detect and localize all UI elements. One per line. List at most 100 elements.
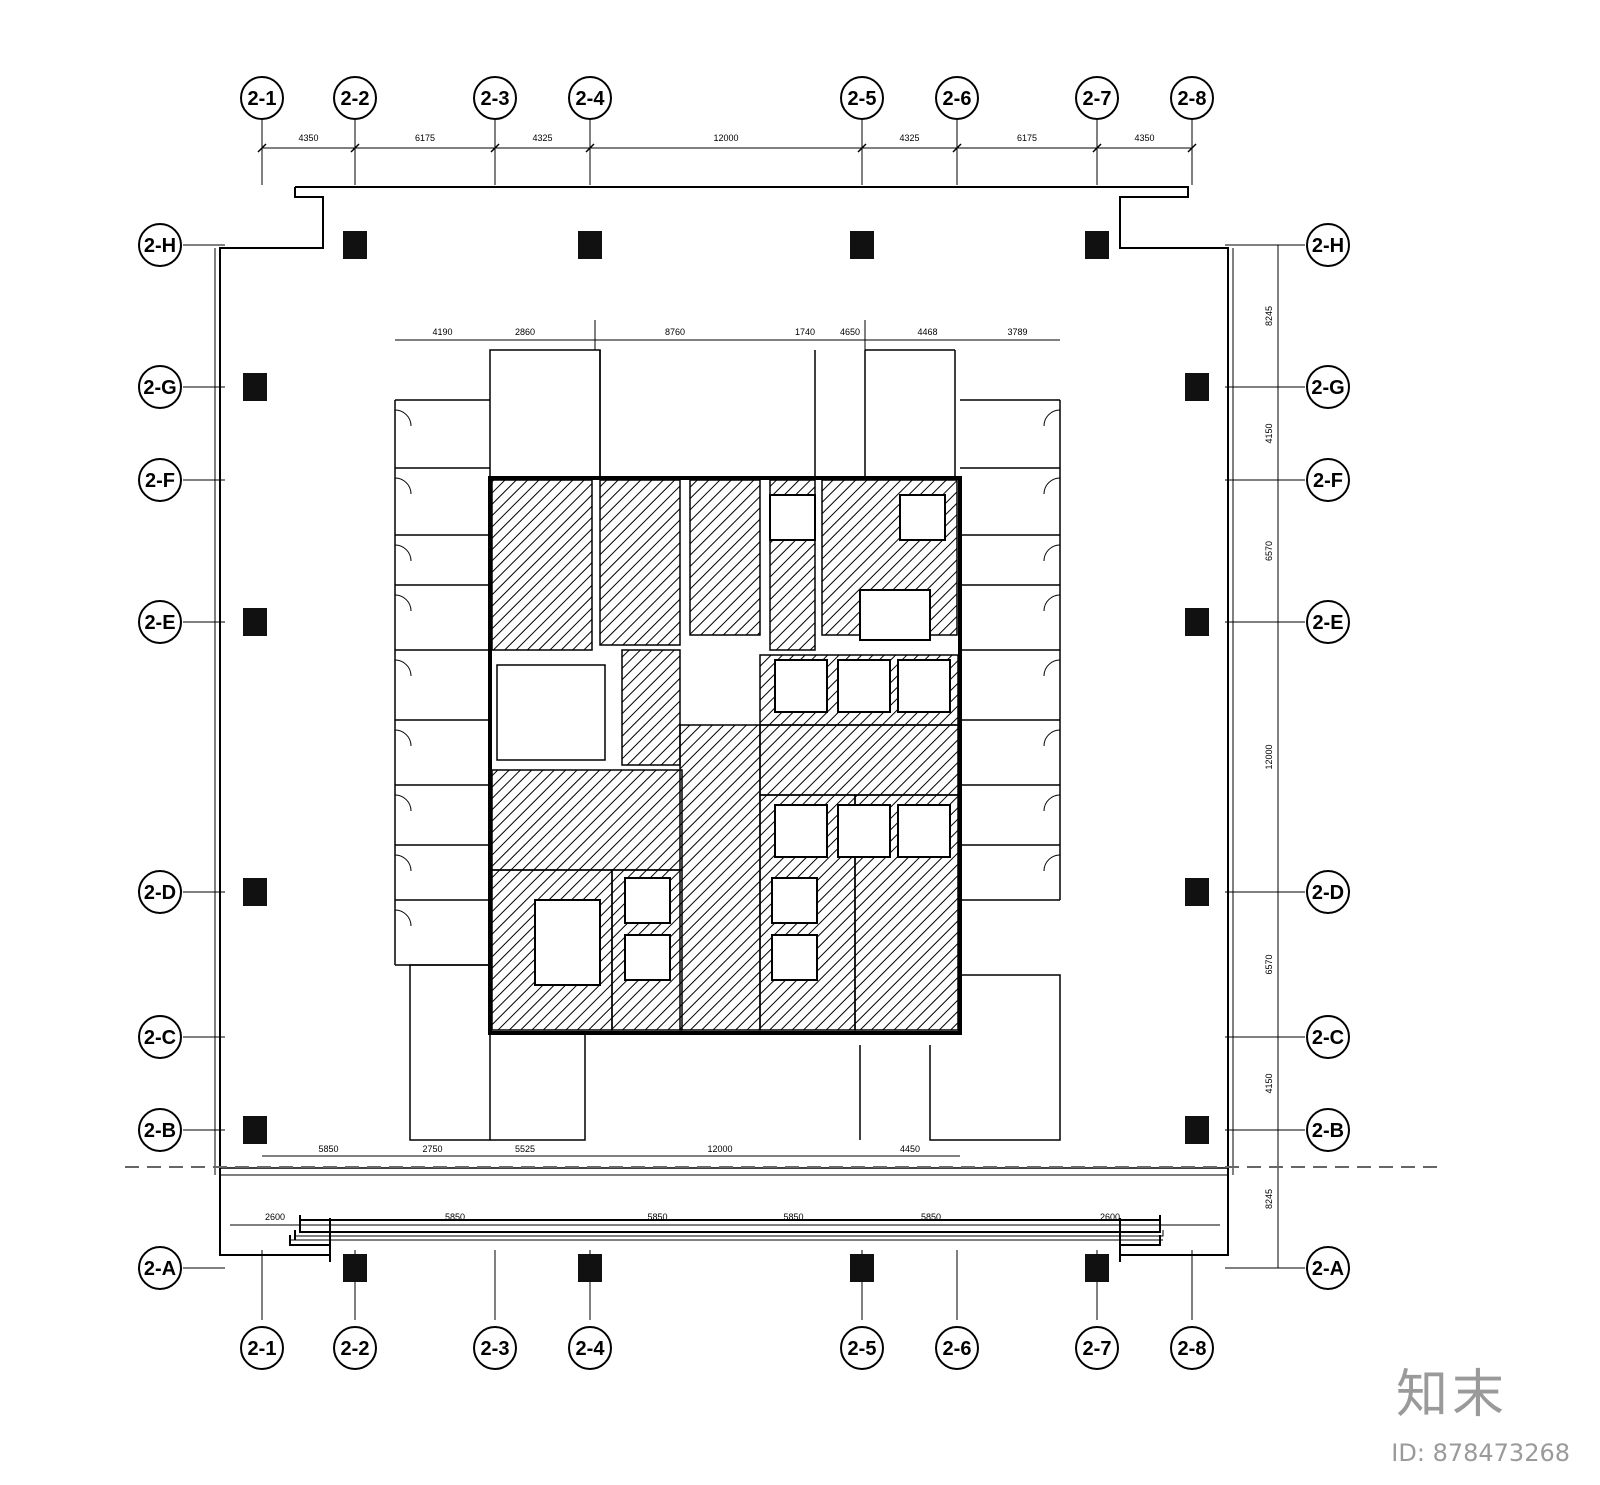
hatched-zone <box>689 479 761 636</box>
structural-column <box>850 1254 874 1282</box>
grid-bubble <box>138 1015 182 1059</box>
grid-bubble <box>1306 365 1350 409</box>
dim-text-top: 4350 <box>298 133 318 143</box>
hatched-zone <box>679 724 761 1031</box>
grid-label-col: 2-7 <box>1083 88 1112 110</box>
dim-text-inner-bottom: 4450 <box>900 1144 920 1154</box>
door-swing <box>1043 544 1061 562</box>
dim-text-right: 12000 <box>1264 744 1274 769</box>
grid-bubble <box>840 76 884 120</box>
dim-tick <box>585 143 595 153</box>
grid-bubble <box>1306 600 1350 644</box>
dim-tick <box>1187 143 1197 153</box>
door-swing <box>1043 729 1061 747</box>
grid-label-col: 2-5 <box>848 1338 877 1360</box>
hatched-zone <box>491 769 683 871</box>
dim-tick <box>490 143 500 153</box>
lift-shaft <box>774 659 828 713</box>
grid-label-row: 2-C <box>144 1027 176 1049</box>
structural-column <box>1185 1116 1209 1144</box>
grid-label-col: 2-4 <box>576 88 606 110</box>
door-swing <box>394 594 412 612</box>
walls <box>214 186 1234 1262</box>
dim-text-top: 4325 <box>899 133 919 143</box>
grid-label-row: 2-F <box>145 470 175 492</box>
structural-column <box>1085 231 1109 259</box>
dim-text-right: 6570 <box>1264 541 1274 561</box>
dim-text-bottom-row: 5850 <box>921 1212 941 1222</box>
structural-column <box>343 231 367 259</box>
dim-text-bottom-row: 2600 <box>1100 1212 1120 1222</box>
lift-shaft <box>771 877 818 924</box>
grid-bubble <box>1306 1108 1350 1152</box>
structural-column <box>1185 878 1209 906</box>
door-swing <box>394 477 412 495</box>
lift-shaft <box>837 804 891 858</box>
grid-label-row: 2-C <box>1312 1027 1344 1049</box>
lift-shaft <box>899 494 946 541</box>
dim-tick <box>350 143 360 153</box>
structural-column <box>850 231 874 259</box>
dim-text-top: 12000 <box>713 133 738 143</box>
grid-bubble <box>935 76 979 120</box>
brand-logo-text: 知末 <box>1395 1365 1508 1425</box>
grid-label-row: 2-H <box>1312 235 1344 257</box>
dim-text-inner-top: 4650 <box>840 327 860 337</box>
structural-column <box>243 878 267 906</box>
structural-column <box>578 231 602 259</box>
grid-bubble <box>473 76 517 120</box>
grid-bubble <box>1306 458 1350 502</box>
grid-bubble <box>138 365 182 409</box>
dim-text-right: 4150 <box>1264 423 1274 443</box>
structural-column <box>343 1254 367 1282</box>
grid-bubble <box>1170 76 1214 120</box>
dim-text-top: 6175 <box>1017 133 1037 143</box>
grid-bubble <box>935 1326 979 1370</box>
grid-label-row: 2-A <box>144 1258 176 1280</box>
hatched-zone <box>599 479 681 646</box>
grid-label-col: 2-8 <box>1178 1338 1207 1360</box>
grid-label-row: 2-D <box>1312 882 1344 904</box>
lift-shaft <box>837 659 891 713</box>
lift-shaft <box>771 934 818 981</box>
dim-text-bottom-row: 5850 <box>445 1212 465 1222</box>
structural-column <box>243 1116 267 1144</box>
dim-text-bottom-row: 5850 <box>647 1212 667 1222</box>
grid-label-col: 2-5 <box>848 88 877 110</box>
lift-shaft <box>624 934 671 981</box>
dim-text-top: 4325 <box>532 133 552 143</box>
dim-text-inner-top: 3789 <box>1007 327 1027 337</box>
door-swing <box>1043 659 1061 677</box>
grid-bubble <box>138 223 182 267</box>
grid-bubble <box>240 1326 284 1370</box>
grid-bubble <box>138 1108 182 1152</box>
structural-column <box>1085 1254 1109 1282</box>
lift-shaft <box>769 494 816 541</box>
grid-label-col: 2-3 <box>481 88 510 110</box>
grid-bubble <box>1306 1015 1350 1059</box>
grid-label-col: 2-6 <box>943 1338 972 1360</box>
hatched-zone <box>621 649 681 766</box>
grid-bubble <box>1306 223 1350 267</box>
door-swing <box>394 544 412 562</box>
dim-tick <box>952 143 962 153</box>
grid-label-col: 2-3 <box>481 1338 510 1360</box>
grid-bubble <box>333 1326 377 1370</box>
door-swing <box>394 409 412 427</box>
grid-label-row: 2-E <box>144 612 175 634</box>
grid-label-col: 2-4 <box>576 1338 606 1360</box>
grid-bubble <box>138 600 182 644</box>
structural-column <box>243 373 267 401</box>
grid-bubble <box>333 76 377 120</box>
dim-text-inner-top: 2860 <box>515 327 535 337</box>
dim-text-inner-top: 1740 <box>795 327 815 337</box>
grid-labels: 2-12-12-22-22-32-32-42-42-52-52-62-62-72… <box>138 76 1350 1370</box>
dim-tick <box>1092 143 1102 153</box>
door-swing <box>1043 794 1061 812</box>
dim-text-inner-top: 4468 <box>917 327 937 337</box>
grid-bubble <box>568 1326 612 1370</box>
lift-shaft <box>859 589 931 641</box>
dim-text-right: 8245 <box>1264 1189 1274 1209</box>
